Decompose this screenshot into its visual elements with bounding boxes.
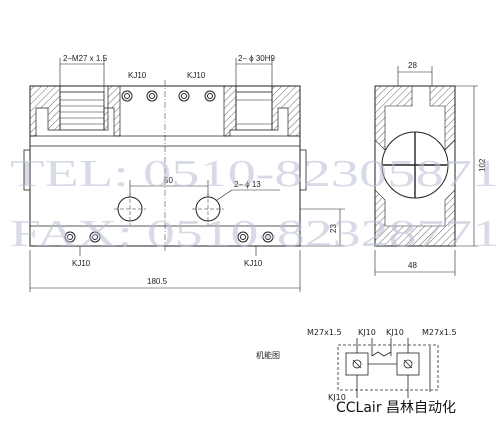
bottom-kj-holes <box>64 231 274 243</box>
schematic-kj-left: KJ10 <box>358 328 376 337</box>
kj-bottom-right-label: KJ10 <box>244 259 263 268</box>
brand-label: CCLair 昌林自动化 <box>336 400 456 416</box>
side-width-dim: 48 <box>408 261 417 270</box>
height-23-dim: 23 <box>329 224 338 233</box>
watermark-fax: FAX: 0510-82328771 <box>10 213 500 255</box>
schematic-m27-left: M27x1.5 <box>307 328 342 337</box>
hole-callout: 2– ϕ 13 <box>234 180 261 189</box>
top-kj-holes <box>121 90 216 102</box>
right-port-section <box>223 85 301 137</box>
hole-spacing-dim: 50 <box>164 176 173 185</box>
side-view <box>374 66 478 276</box>
schematic-title: 机能图 <box>256 350 280 360</box>
schematic-m27-right: M27x1.5 <box>422 328 457 337</box>
function-schematic <box>337 338 439 398</box>
side-top-dim: 28 <box>408 61 417 70</box>
left-port-section <box>29 85 121 137</box>
port-a-label: 2–M27 x 1.5 <box>63 54 108 63</box>
main-view <box>23 58 345 292</box>
port-b-label: 2– ϕ 30H9 <box>238 54 276 63</box>
length-dim: 180.5 <box>147 277 168 286</box>
schematic-kj-bottom: KJ10 <box>328 393 346 402</box>
schematic-kj-right: KJ10 <box>386 328 404 337</box>
main-dimension-lines <box>29 58 345 292</box>
kj-top-right-label: KJ10 <box>187 71 206 80</box>
mounting-holes <box>114 193 224 225</box>
watermark-tel: TEL: 0510-82305871 <box>10 153 500 195</box>
kj-bottom-left-label: KJ10 <box>72 259 91 268</box>
kj-top-left-label: KJ10 <box>128 71 147 80</box>
side-height-dim: 102 <box>478 158 487 172</box>
